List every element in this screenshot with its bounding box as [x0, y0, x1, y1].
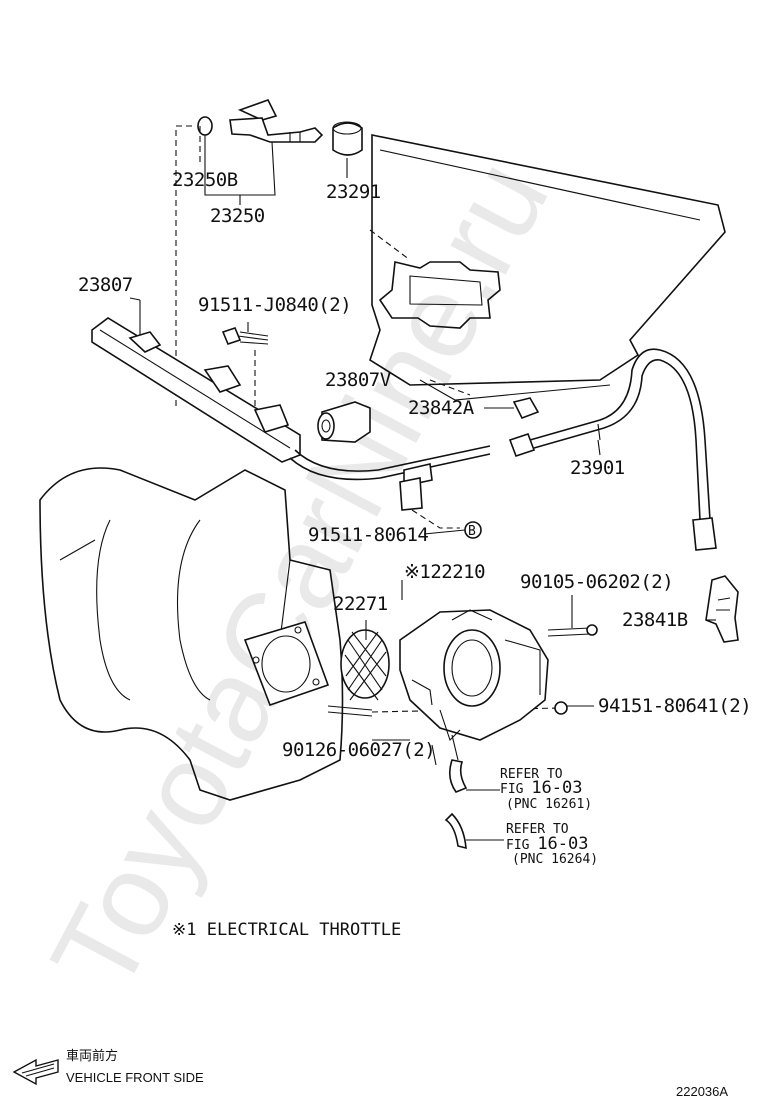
part-23291: 23291: [326, 181, 381, 203]
part-91511-j0840: 91511-J0840(2): [198, 294, 351, 316]
engine-cover-outline: [369, 134, 726, 401]
gasket-22271: [340, 629, 390, 701]
ref1-pnc: (PNC 16261): [506, 797, 592, 812]
hose-pnc16261: [448, 759, 500, 793]
ref1-fig-num: 16-03: [531, 778, 582, 798]
part-90105-06202: 90105-06202(2): [520, 571, 673, 593]
svg-text:FIG 16-03: FIG 16-03: [506, 834, 589, 854]
watermark: ToyotaCarNine.ru: [26, 140, 574, 1013]
hose-pnc16264: [444, 812, 504, 850]
fuel-pipe-23901: B: [289, 348, 717, 551]
part-23250: 23250: [210, 205, 265, 227]
part-122210: ※122210: [404, 561, 485, 583]
ref2-line1: REFER TO: [506, 822, 569, 837]
ref2-fig-num: 16-03: [537, 834, 588, 854]
part-22271: 22271: [333, 593, 388, 615]
vehicle-front-en: VEHICLE FRONT SIDE: [66, 1070, 204, 1085]
manifold-flange: [243, 621, 330, 707]
vehicle-front-indicator: 車両前方 VEHICLE FRONT SIDE: [12, 1048, 204, 1086]
arrow-left-icon: [12, 1058, 59, 1086]
vehicle-front-jp: 車両前方: [66, 1048, 118, 1063]
part-94151-80641: 94151-80641(2): [598, 695, 751, 717]
part-23807: 23807: [78, 274, 133, 296]
part-91511-80614: 91511-80614: [308, 524, 428, 546]
ref2-pnc: (PNC 16264): [512, 852, 598, 867]
part-90126-06027: 90126-06027(2): [282, 739, 435, 761]
clip-23841b: [705, 575, 739, 643]
refer-to-pnc16264: REFER TO FIG 16-03 (PNC 16264): [506, 822, 598, 867]
ref1-fig: FIG: [500, 782, 531, 797]
grommet-23291: [332, 121, 363, 178]
ref2-fig: FIG: [506, 838, 537, 853]
electrical-throttle-note: ※1 ELECTRICAL THROTTLE: [172, 920, 401, 940]
injector-assembly: [175, 99, 324, 410]
part-23842a: 23842A: [408, 397, 475, 419]
intake-manifold: [39, 467, 344, 801]
part-23250b: 23250B: [172, 169, 238, 191]
part-23807v: 23807V: [325, 369, 391, 391]
svg-text:FIG 16-03: FIG 16-03: [500, 778, 583, 798]
throttle-body: [399, 595, 598, 766]
diagram-id: 222036A: [676, 1084, 728, 1099]
part-23901: 23901: [570, 457, 625, 479]
fuel-delivery-pipe: [91, 300, 301, 463]
callout-b: B: [468, 524, 476, 539]
ref1-line1: REFER TO: [500, 767, 563, 782]
refer-to-pnc16261: REFER TO FIG 16-03 (PNC 16261): [500, 767, 592, 812]
spacer-23807v: [317, 401, 371, 443]
part-23841b: 23841B: [622, 609, 688, 631]
